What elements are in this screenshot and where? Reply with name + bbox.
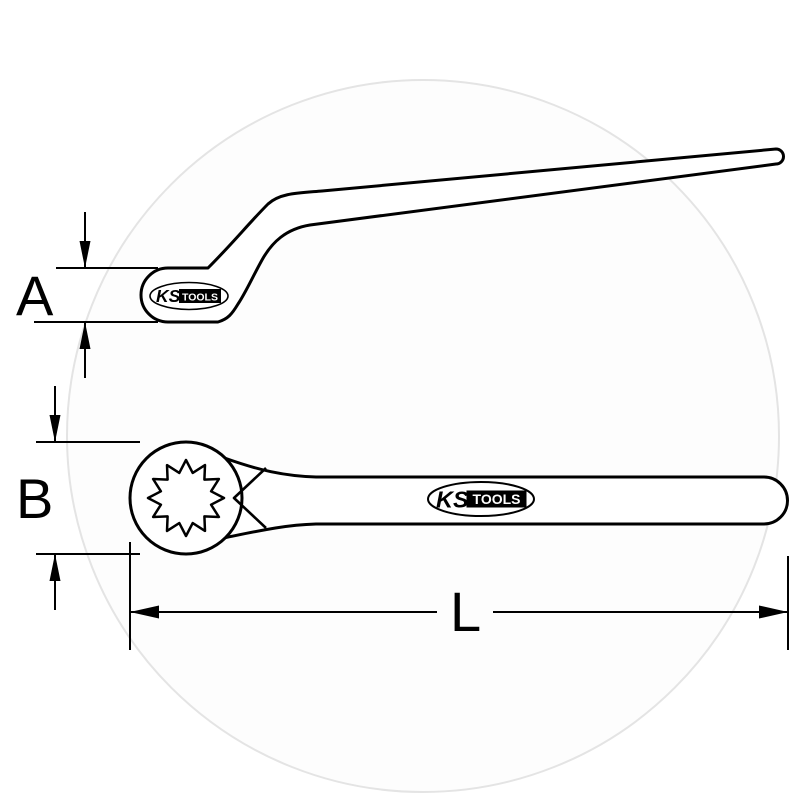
- dim-a-arrow-down-icon: [79, 241, 91, 268]
- dim-b-arrow-down-icon: [49, 415, 61, 442]
- ring-outer-circle: [128, 440, 244, 556]
- dimension-a: A: [16, 212, 158, 378]
- dim-l-arrow-right-icon: [759, 605, 788, 619]
- side-view-logo: KS TOOLS: [149, 281, 229, 311]
- logo-ks-text: KS: [436, 487, 469, 513]
- dim-b-label: B: [16, 467, 53, 530]
- logo-tools-box: [466, 490, 527, 508]
- dim-l-arrow-left-icon: [130, 605, 159, 619]
- logo-tools-box: [179, 289, 221, 303]
- side-view: KS TOOLS: [139, 147, 785, 324]
- ring-12-point-star: [146, 458, 226, 538]
- plan-view: KS TOOLS: [128, 440, 789, 556]
- logo-ks-text: KS: [156, 286, 181, 306]
- dim-a-arrow-up-icon: [79, 322, 91, 349]
- dim-l-label: L: [450, 580, 481, 643]
- plan-view-logo: KS TOOLS: [427, 481, 535, 517]
- dimension-l: L: [129, 542, 789, 650]
- dimension-b: B: [16, 386, 140, 610]
- logo-tools-text: TOOLS: [182, 292, 218, 304]
- logo-tools-text: TOOLS: [473, 491, 521, 507]
- dim-a-label: A: [16, 264, 54, 327]
- dim-b-arrow-up-icon: [49, 554, 61, 581]
- neck-ridge-lines: [232, 467, 267, 529]
